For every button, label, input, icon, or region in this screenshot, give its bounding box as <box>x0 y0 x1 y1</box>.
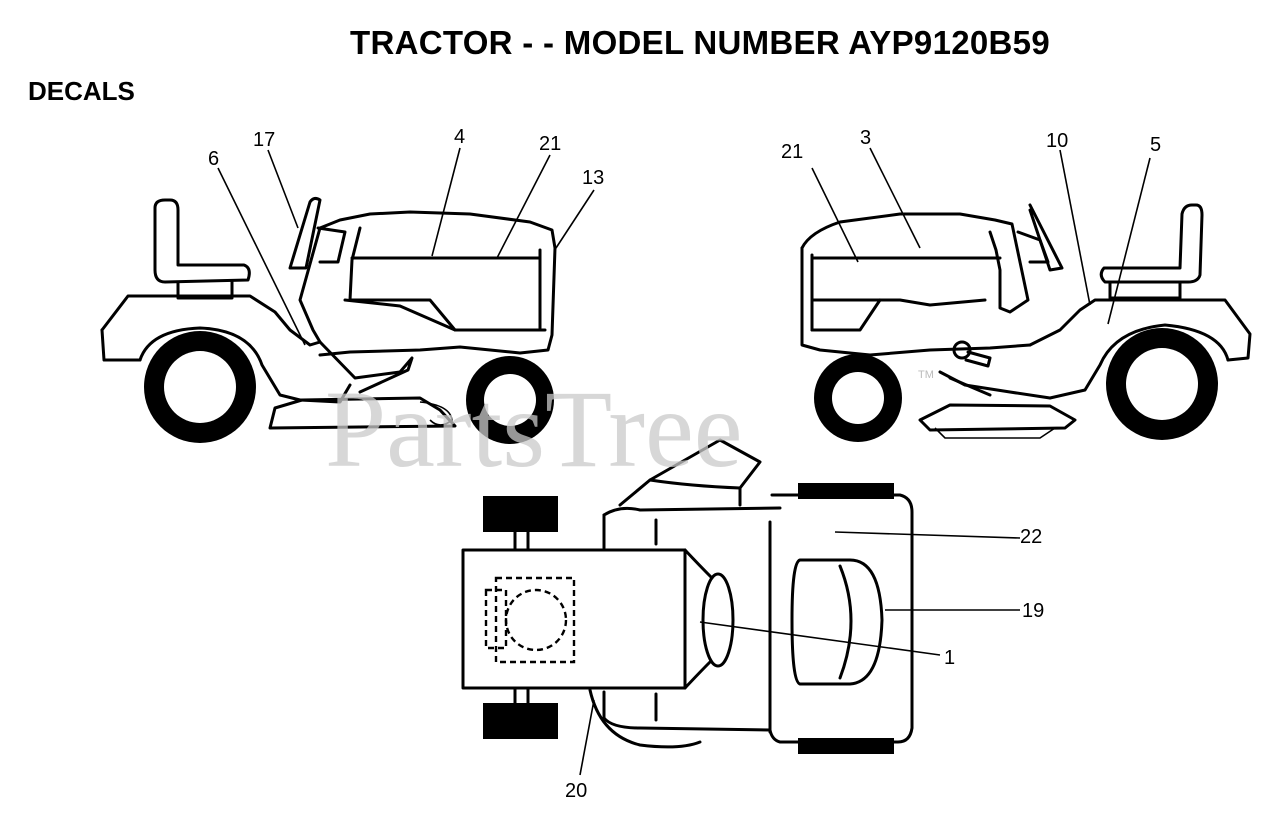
hood-right <box>800 212 1030 314</box>
tractor-top-view <box>461 438 1021 776</box>
page-title: TRACTOR - - MODEL NUMBER AYP9120B59 <box>350 24 1050 61</box>
rear-tire-top-2 <box>798 738 894 754</box>
seat-left <box>153 198 251 284</box>
callout-1: 1 <box>944 647 955 669</box>
tractor-left-view <box>100 147 595 444</box>
seat-right <box>1099 203 1204 284</box>
callout-6: 6 <box>208 148 219 170</box>
front-tire-top-2 <box>483 703 558 739</box>
tractor-right-view <box>800 147 1252 442</box>
seat-top <box>790 558 884 686</box>
callout-20: 20 <box>565 780 587 802</box>
callout-labels: 17 4 21 13 6 21 3 10 5 22 19 1 20 <box>208 126 1161 802</box>
callout-21-left: 21 <box>539 133 561 155</box>
steering-wheel-top <box>701 572 735 668</box>
decal-outline-top <box>494 576 576 664</box>
callout-3: 3 <box>860 127 871 149</box>
hood-top <box>461 548 687 690</box>
rear-tire-top-1 <box>798 483 894 499</box>
mower-deck-left <box>268 396 457 430</box>
watermark-text: PartsTree <box>325 368 743 490</box>
callout-19: 19 <box>1022 600 1044 622</box>
watermark-tm: TM <box>918 369 934 381</box>
steering-wheel-left <box>288 196 322 270</box>
callout-22: 22 <box>1020 526 1042 548</box>
partstree-watermark: PartsTree TM <box>325 368 934 490</box>
rear-body-top <box>768 493 914 744</box>
deck-flap-top <box>618 438 762 507</box>
rear-fender-right <box>1028 298 1252 362</box>
mower-deck-right <box>918 403 1077 432</box>
callout-5: 5 <box>1150 134 1161 156</box>
callout-4: 4 <box>454 126 465 148</box>
callout-10: 10 <box>1046 130 1068 152</box>
rear-fender-left <box>100 210 557 357</box>
callout-21-right: 21 <box>781 141 803 163</box>
callout-17: 17 <box>253 129 275 151</box>
callout-13: 13 <box>582 167 604 189</box>
section-heading-decals: DECALS <box>28 76 135 106</box>
front-tire-top-1 <box>483 496 558 532</box>
